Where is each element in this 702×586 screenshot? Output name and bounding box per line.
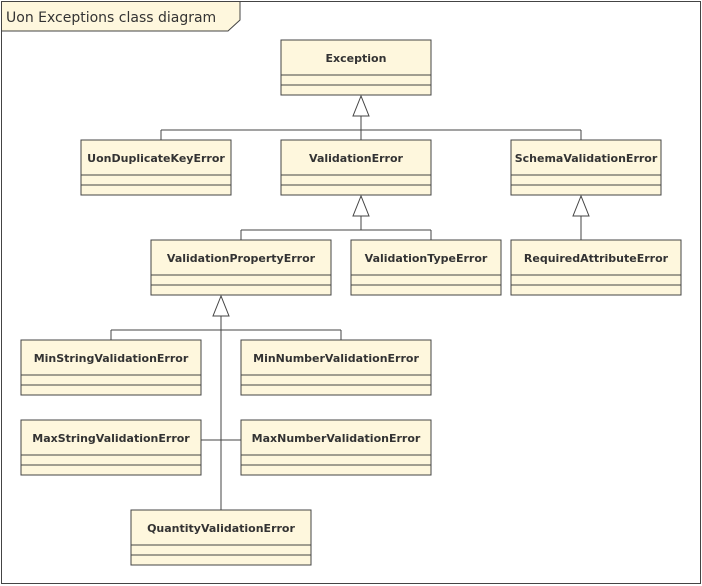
class-name: ValidationPropertyError	[167, 252, 316, 265]
diagram-title-tab	[1, 1, 241, 32]
diagram-title: Uon Exceptions class diagram	[6, 10, 216, 26]
class-min-number-validation-error[interactable]: MinNumberValidationError	[240, 339, 432, 396]
class-validation-type-error[interactable]: ValidationTypeError	[350, 239, 502, 296]
class-name: ValidationTypeError	[365, 252, 488, 265]
class-name: QuantityValidationError	[147, 522, 295, 535]
class-schema-validation-error[interactable]: SchemaValidationError	[510, 139, 662, 196]
class-name: MinNumberValidationError	[253, 352, 419, 365]
class-name: RequiredAttributeError	[524, 252, 669, 265]
class-required-attribute-error[interactable]: RequiredAttributeError	[510, 239, 682, 296]
generalization-arrow	[352, 94, 370, 117]
generalization-arrow	[352, 194, 370, 217]
class-name: MaxStringValidationError	[32, 432, 190, 445]
class-name: MinStringValidationError	[34, 352, 189, 365]
generalization-arrow	[212, 294, 230, 317]
class-name: UonDuplicateKeyError	[87, 152, 225, 165]
class-name: Exception	[326, 52, 387, 65]
edge-group-exception	[160, 94, 582, 140]
class-validation-property-error[interactable]: ValidationPropertyError	[150, 239, 332, 296]
class-quantity-validation-error[interactable]: QuantityValidationError	[130, 509, 312, 566]
class-name: SchemaValidationError	[515, 152, 658, 165]
class-name: ValidationError	[309, 152, 404, 165]
edge-group-schema-validation-error	[572, 194, 590, 240]
generalization-arrow	[572, 194, 590, 217]
class-max-number-validation-error[interactable]: MaxNumberValidationError	[240, 419, 432, 476]
edge-group-validation-property-error	[110, 294, 342, 510]
edge-group-validation-error	[240, 194, 432, 240]
class-uon-duplicate-key-error[interactable]: UonDuplicateKeyError	[80, 139, 232, 196]
class-max-string-validation-error[interactable]: MaxStringValidationError	[20, 419, 202, 476]
class-validation-error[interactable]: ValidationError	[280, 139, 432, 196]
class-exception[interactable]: Exception	[280, 39, 432, 96]
class-name: MaxNumberValidationError	[252, 432, 421, 445]
class-min-string-validation-error[interactable]: MinStringValidationError	[20, 339, 202, 396]
